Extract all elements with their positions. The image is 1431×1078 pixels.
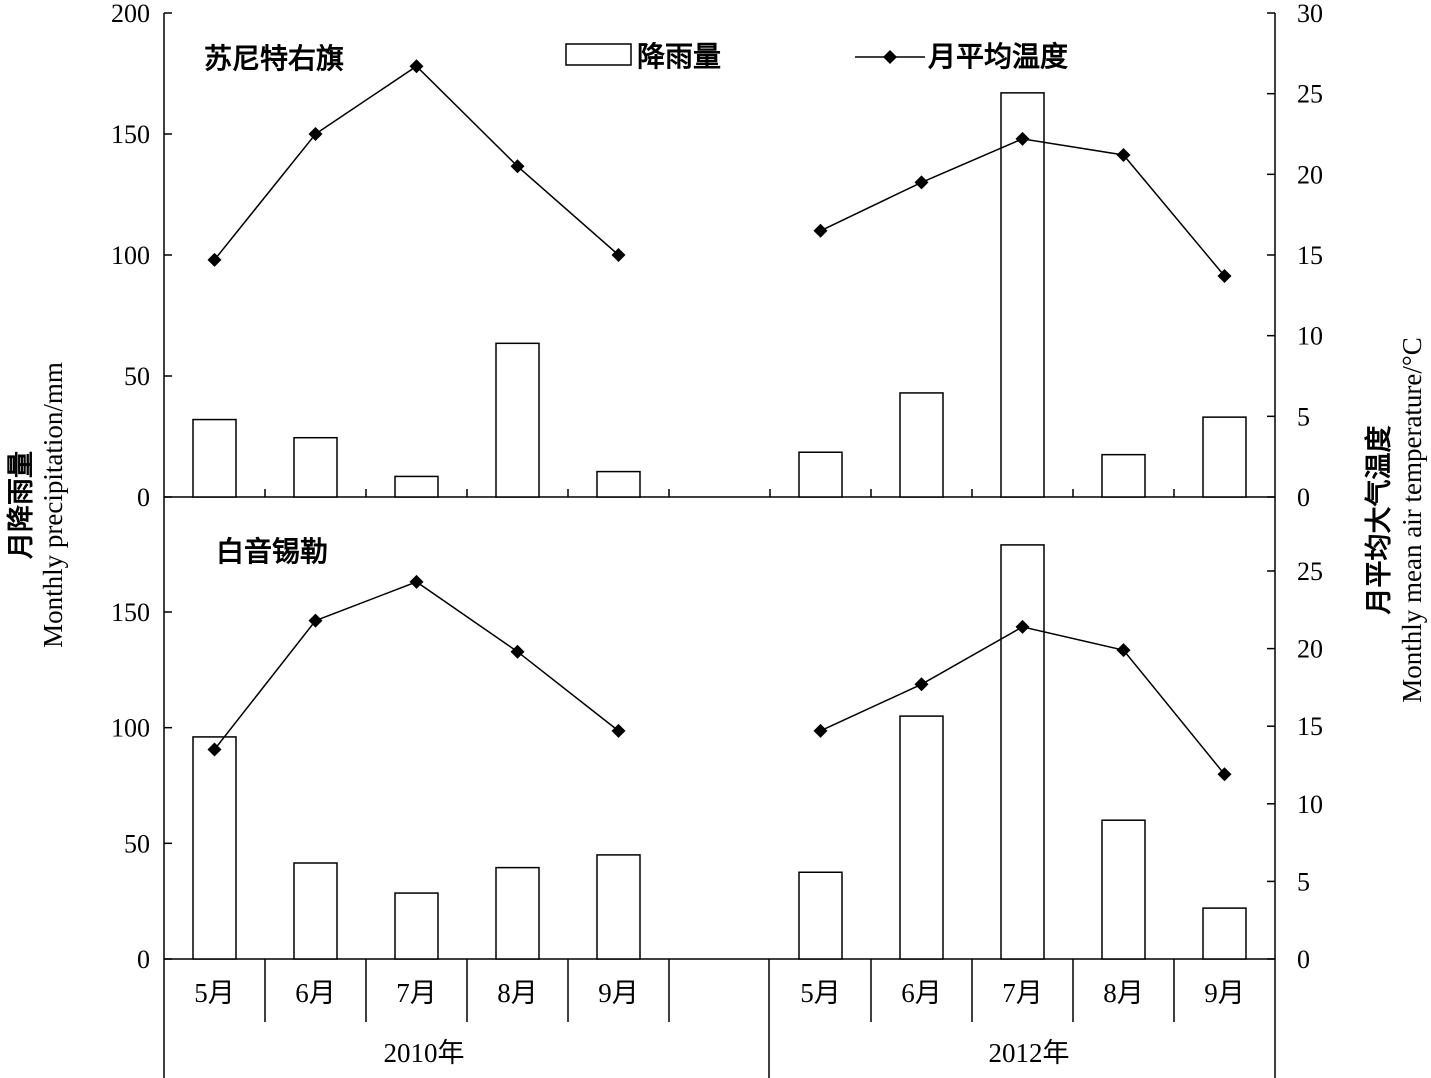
temperature-marker [1217, 767, 1232, 782]
precip-bar [798, 451, 843, 498]
panel-title: 白音锡勒 [216, 535, 328, 568]
lines-layer [207, 59, 1232, 782]
temperature-marker [1015, 619, 1030, 634]
axes-layer [163, 12, 1276, 1078]
precip-bar [899, 392, 944, 498]
temperature-marker [308, 127, 323, 141]
left-axis-title-en: Monthly precipitation/mm [38, 362, 68, 648]
temperature-marker [1217, 268, 1232, 283]
temperature-marker [510, 644, 525, 659]
precip-bar [1000, 92, 1045, 498]
year-label-2010: 2010年 [384, 1038, 465, 1068]
top-right-tick-label: 20 [1297, 160, 1323, 189]
month-label: 5月 [800, 978, 841, 1008]
top-right-tick-label: 5 [1297, 402, 1310, 431]
month-label: 9月 [598, 978, 639, 1008]
temperature-marker [914, 677, 929, 692]
temperature-marker [409, 574, 424, 589]
temperature-line [213, 581, 619, 750]
month-label: 9月 [1204, 978, 1245, 1008]
left-axis-title-cn: 月降雨量 [6, 451, 36, 560]
precip-bar [899, 715, 944, 960]
legend-line-marker [883, 50, 897, 64]
precip-bar [596, 470, 641, 498]
precip-bar [293, 436, 338, 498]
month-label: 5月 [194, 978, 235, 1008]
right-axis-title-cn: 月平均大气温度 [1363, 426, 1394, 616]
precip-bar [1101, 819, 1146, 960]
bottom-right-tick-label: 10 [1297, 790, 1323, 819]
top-right-tick-label: 30 [1297, 0, 1323, 28]
bottom-right-tick-label: 25 [1297, 557, 1323, 586]
precip-bar [192, 736, 237, 960]
temperature-marker [813, 723, 828, 738]
top-left-tick-label: 0 [137, 483, 150, 512]
top-right-tick-label: 0 [1297, 483, 1310, 512]
temperature-marker [409, 59, 424, 74]
precip-bar [1202, 907, 1247, 960]
bottom-right-tick-label: 20 [1297, 635, 1323, 664]
bottom-right-tick-label: 15 [1297, 712, 1323, 741]
month-label: 6月 [901, 978, 942, 1008]
top-right-tick-label: 15 [1297, 241, 1323, 270]
bottom-right-tick-label: 5 [1297, 867, 1310, 896]
top-right-tick-label: 25 [1297, 80, 1323, 109]
temperature-marker [308, 613, 323, 628]
precip-bar [495, 866, 540, 960]
temperature-marker [510, 159, 525, 174]
precip-bar [1000, 544, 1045, 960]
temperature-marker [813, 223, 828, 238]
temperature-line [213, 65, 619, 261]
top-left-tick-label: 50 [124, 362, 150, 391]
top-left-tick-label: 200 [111, 0, 150, 28]
precip-bar [495, 342, 540, 498]
temperature-marker [1015, 131, 1030, 146]
temperature-marker [207, 252, 222, 267]
month-label: 6月 [295, 978, 336, 1008]
legend-bar-label: 降雨量 [637, 41, 721, 73]
bottom-left-tick-label: 50 [124, 829, 150, 858]
month-label: 7月 [1002, 978, 1043, 1008]
panel-title: 苏尼特右旗 [204, 43, 344, 75]
month-label: 8月 [1103, 978, 1144, 1008]
bottom-left-tick-label: 100 [111, 714, 150, 743]
legend-line-label: 月平均温度 [927, 41, 1068, 73]
year-label-2012: 2012年 [989, 1038, 1070, 1068]
top-left-tick-label: 100 [111, 241, 150, 270]
bottom-right-tick-label: 0 [1297, 945, 1310, 974]
temperature-marker [611, 723, 626, 738]
precip-bar [293, 862, 338, 960]
precip-bar [1101, 453, 1146, 498]
month-label: 7月 [396, 978, 437, 1008]
legend-bar-swatch [565, 43, 632, 66]
top-left-tick-label: 150 [111, 120, 150, 149]
temperature-marker [1116, 147, 1131, 162]
bottom-left-tick-label: 150 [111, 598, 150, 627]
precip-bar [192, 418, 237, 498]
temperature-marker [1116, 643, 1131, 658]
temperature-marker [611, 248, 626, 262]
temperature-marker [207, 742, 222, 757]
precip-bar [798, 871, 843, 960]
temperature-marker [914, 175, 929, 190]
top-right-tick-label: 10 [1297, 322, 1323, 351]
bars-layer [192, 92, 1247, 960]
right-axis-title-en: Monthly mean air temperature/°C [1397, 337, 1427, 702]
text-layer: 0 50 100 150 200 0 5 10 15 20 25 30 0 50 100 150 0 5 10 15 2… [6, 0, 1427, 1068]
precip-bar [596, 854, 641, 960]
bottom-left-tick-label: 0 [137, 945, 150, 974]
month-label: 8月 [497, 978, 538, 1008]
precip-bar [1202, 416, 1247, 498]
precip-bar [394, 475, 439, 498]
precip-bar [394, 892, 439, 960]
